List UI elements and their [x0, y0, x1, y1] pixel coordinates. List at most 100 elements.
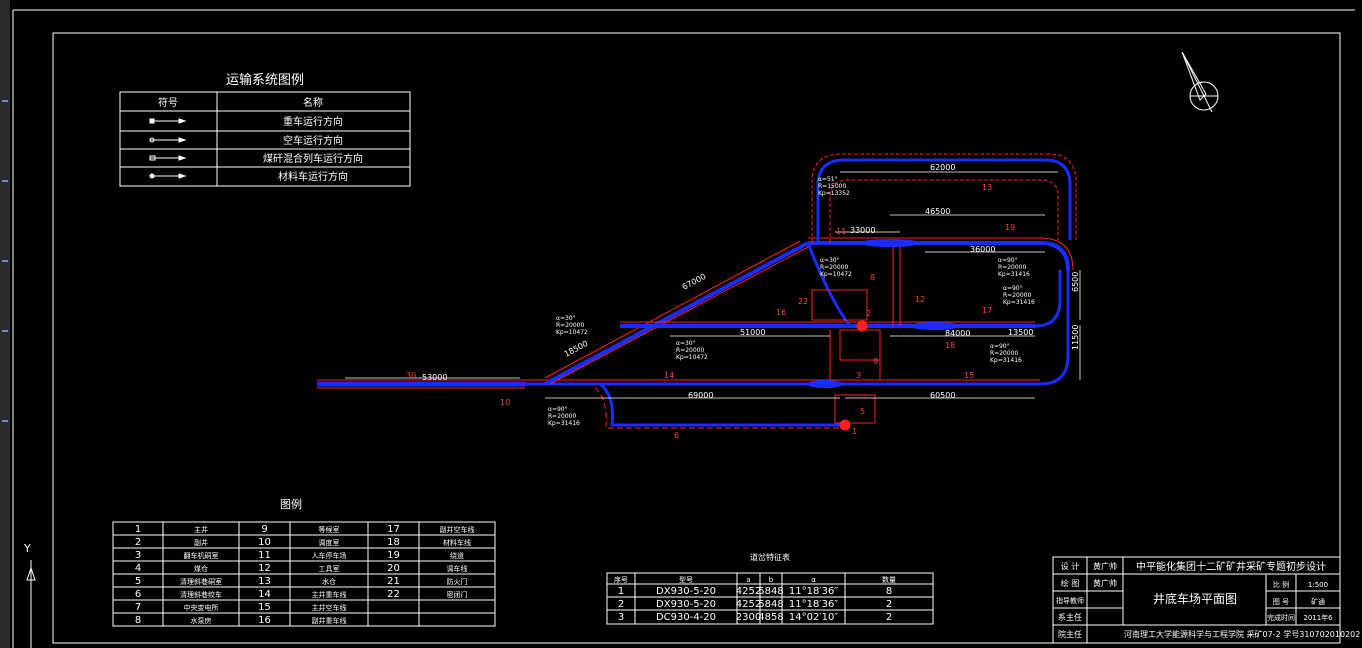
dimension-label: 11500 — [1071, 325, 1080, 350]
switch-table-cell: DX930-5-20 — [656, 586, 716, 597]
transport-legend-row: 空车运行方向 — [283, 134, 343, 147]
title-role: 系主任 — [1058, 612, 1082, 622]
part-number: 17 — [982, 306, 992, 315]
switch-table-header: 型号 — [679, 575, 693, 584]
switch-table-cell: 1 — [618, 586, 624, 597]
switch-table-cell: 2 — [618, 599, 624, 610]
dimension-label: 33000 — [850, 226, 875, 235]
ruler-tick — [2, 330, 8, 332]
dimension-label: 67000 — [681, 272, 708, 292]
part-number: 15 — [964, 371, 974, 380]
switch-table-cell: 8 — [886, 586, 892, 597]
north-arrow-icon — [1181, 51, 1219, 113]
dimension-label: 84000 — [945, 329, 970, 338]
parts-legend-cell: 主井空车线 — [312, 603, 347, 612]
curve-parameter: Kp=31416 — [990, 357, 1022, 364]
curve-annotations: α=51°R=15000Kp=13352α=30°R=20000Kp=10472… — [548, 176, 1035, 427]
part-number: 11 — [836, 227, 846, 236]
parts-legend-cell: 工具室 — [319, 564, 340, 573]
left-ruler-strip — [0, 0, 10, 648]
parts-legend-cell: 调度室 — [319, 538, 340, 547]
curve-parameter: Kp=31416 — [998, 271, 1030, 278]
switch-table-cell: 11°18′36″ — [789, 586, 838, 597]
part-number: 6 — [674, 431, 679, 440]
curve-parameter: R=20000 — [676, 347, 704, 354]
switch-table-cell: 3 — [618, 612, 624, 623]
parts-legend-cell: 4 — [135, 563, 141, 574]
ruler-tick — [2, 180, 8, 182]
parts-legend-cell: 9 — [261, 524, 267, 535]
meta-label: 图 号 — [1273, 598, 1289, 606]
parts-legend-cell: 16 — [258, 615, 271, 626]
dimension-label: 53000 — [422, 373, 447, 382]
curve-parameter: R=20000 — [998, 264, 1026, 271]
dimension-label: 13500 — [1008, 328, 1033, 337]
parts-legend-cell: 17 — [387, 524, 400, 535]
part-number: 12 — [915, 295, 925, 304]
switch-table-cell: 2 — [886, 612, 892, 623]
switch-table-cell: 14°02′10″ — [789, 612, 838, 623]
drawing-frame — [52, 32, 1341, 644]
switch-table-header: 数量 — [882, 575, 896, 584]
title-block: 设 计 绘 图 指导教师 系主任 院主任 黄广帅 黄广帅 中平能化集团十二矿矿井… — [1052, 556, 1360, 644]
parts-legend-cell: 等候室 — [319, 525, 340, 534]
dimension-label: 51000 — [740, 328, 765, 337]
parts-legend-cell: 19 — [387, 550, 400, 561]
part-labels: 13 11 19 8 12 22 16 2 17 9 18 30 14 15 3… — [406, 183, 1015, 440]
parts-legend-cell: 2 — [135, 537, 141, 548]
title-role: 绘 图 — [1061, 578, 1080, 588]
meta-label: 比 例 — [1273, 580, 1289, 589]
curve-parameter: R=20000 — [556, 322, 584, 329]
switch-table-cell: 2 — [886, 599, 892, 610]
dimension-label: 6500 — [1071, 272, 1080, 292]
parts-legend-cell: 3 — [135, 550, 141, 561]
curve-parameter: α=51° — [818, 176, 838, 183]
curve-parameter: Kp=10472 — [820, 271, 852, 278]
curve-parameter: α=90° — [548, 406, 568, 413]
switch-table-cell: 4252 — [736, 599, 761, 610]
parts-legend-cell: 7 — [135, 602, 141, 613]
arrow-symbol-icon — [149, 118, 187, 179]
parts-legend-cell: 人车停车场 — [312, 551, 347, 560]
parts-legend-cell: 翻车机硐室 — [184, 551, 219, 560]
drawing-title: 井底车场平面图 — [1153, 591, 1237, 606]
parts-legend-cell: 密闭门 — [447, 590, 468, 599]
meta-label: 完成时间 — [1267, 613, 1295, 622]
switch-table-header: 序号 — [614, 575, 628, 584]
parts-legend-cell: 11 — [258, 550, 271, 561]
svg-text:Y: Y — [23, 542, 31, 555]
parts-legend-cell: 5 — [135, 576, 141, 587]
parts-legend-cell: 副井空车线 — [440, 525, 475, 534]
part-number: 1 — [852, 427, 857, 436]
switch-table-cell: DC930-4-20 — [656, 612, 716, 623]
parts-legend-cell: 清理斜巷绞车 — [180, 590, 222, 599]
part-number: 30 — [406, 371, 416, 380]
parts-legend-cell: 中央变电所 — [184, 603, 219, 612]
parts-legend-cell: 6 — [135, 589, 141, 600]
curve-parameter: α=30° — [676, 340, 696, 347]
title-name: 黄广帅 — [1093, 561, 1117, 571]
part-number: 16 — [776, 308, 786, 317]
switch-table-cell: 5848 — [758, 599, 783, 610]
switch-table-cell: 4252 — [736, 586, 761, 597]
dimension-label: 36000 — [970, 245, 995, 254]
meta-value: 矿通 — [1311, 597, 1325, 606]
curve-parameter: Kp=10472 — [556, 329, 588, 336]
transport-legend-header-symbol: 符号 — [158, 96, 178, 109]
dimension-lines — [345, 171, 1081, 399]
part-number: 13 — [982, 183, 992, 192]
switch-table-cell: 5848 — [758, 586, 783, 597]
part-number: 3 — [856, 371, 861, 380]
parts-legend-cell: 水泵房 — [191, 616, 212, 625]
track-layout[interactable] — [317, 153, 1077, 431]
dimension-label: 69000 — [688, 391, 713, 400]
curve-parameter: α=90° — [990, 343, 1010, 350]
parts-legend-cell: 20 — [387, 563, 400, 574]
parts-legend-cell: 15 — [258, 602, 271, 613]
switch-table-header: b — [769, 576, 774, 584]
switch-table-header: a — [746, 576, 750, 584]
parts-legend-cell: 12 — [258, 563, 271, 574]
transport-legend-row: 材料车运行方向 — [278, 170, 348, 183]
